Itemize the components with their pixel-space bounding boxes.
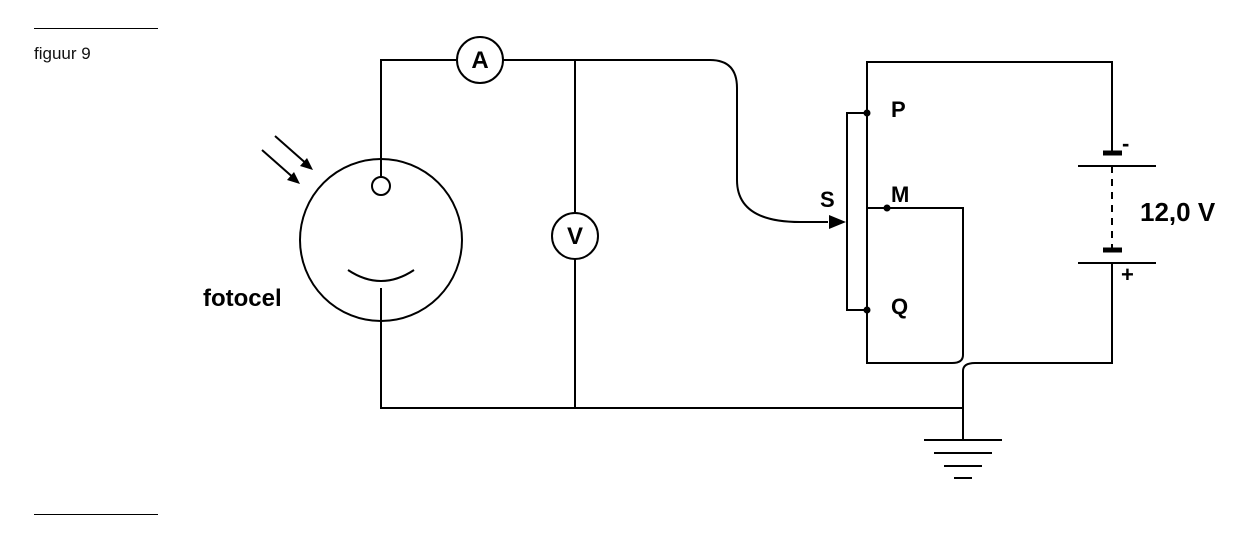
wire-ammeter-to-slider	[503, 59, 828, 223]
top-rule	[34, 28, 158, 29]
light-ray-2-arrowhead	[300, 158, 313, 170]
wire-anode-to-ammeter	[380, 59, 456, 177]
photocell-label: fotocel	[203, 285, 282, 312]
photocell-cathode	[347, 269, 415, 282]
terminal-label-m: M	[891, 182, 909, 207]
wire-m-to-ground	[867, 207, 964, 355]
wire-cathode-to-ground	[380, 288, 963, 409]
voltmeter-label: V	[567, 223, 583, 250]
battery-minus-label: -	[1122, 131, 1129, 156]
wire-crossover-hop-left	[951, 354, 964, 364]
terminal-label-q: Q	[891, 294, 908, 319]
slider-arrowhead	[829, 215, 846, 229]
photocell-anode	[371, 176, 391, 196]
battery-plus-label: +	[1121, 262, 1134, 287]
terminal-label-p: P	[891, 97, 906, 122]
wire-crossover-hop	[962, 362, 976, 372]
figure-caption: figuur 9	[34, 44, 91, 63]
ammeter-label: A	[471, 47, 488, 74]
slider-label-s: S	[820, 187, 835, 212]
light-ray-1	[261, 149, 297, 181]
wire-q-return	[866, 310, 952, 364]
potentiometer	[846, 112, 868, 311]
light-ray-2	[274, 135, 310, 167]
junction-m	[883, 204, 891, 212]
battery-voltage-label: 12,0 V	[1140, 197, 1216, 227]
junction-q	[863, 306, 871, 314]
wire-battery-to-q	[975, 263, 1113, 364]
bottom-rule	[34, 514, 158, 515]
junction-p	[863, 109, 871, 117]
light-ray-1-arrowhead	[287, 172, 300, 184]
wire-p-to-battery	[866, 61, 1113, 152]
